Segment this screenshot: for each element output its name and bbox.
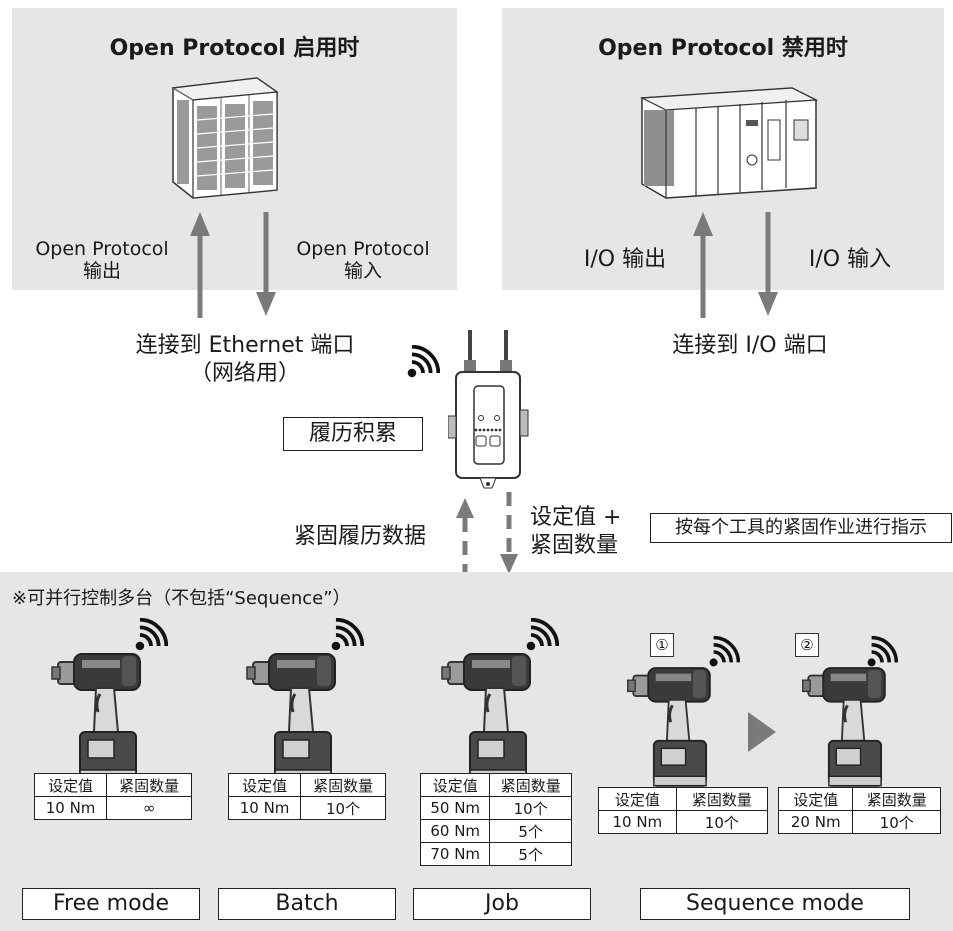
fastening-count-label: 紧固数量 [530,533,619,558]
table-cell: 10 Nm [33,796,108,820]
power-tool-icon [245,640,345,790]
network-use-label: （网络用） [189,361,300,386]
power-tool-icon [800,655,895,795]
ethernet-connect-label: 连接到 Ethernet 端口 [135,333,355,358]
table-cell: 70 Nm [419,842,491,866]
io-output-label: I/O 输出 [583,247,667,272]
table-cell: 5个 [489,819,572,843]
header-count: 紧固数量 [106,773,192,797]
controller-device-icon [448,330,529,489]
table-cell: 60 Nm [419,819,491,843]
table-cell: 10个 [300,796,386,820]
header-count: 紧固数量 [675,787,769,811]
server-rack-icon [171,77,279,199]
header-count: 紧固数量 [852,787,941,811]
setting-value-label: 设定值 + [530,505,622,530]
power-tool-icon [440,640,540,790]
op-input-label-1: Open Protocol [296,238,430,260]
table-cell: ∞ [106,796,192,820]
io-input-label: I/O 输入 [808,247,892,272]
free-mode-table: 设定值紧固数量 10 Nm∞ [33,773,192,820]
data-flow-arrows [456,492,518,578]
history-accumulation-box: 履历积累 [283,417,423,451]
op-input-label-2: 输入 [343,260,382,282]
sequence-next-arrow-icon [748,712,776,752]
header-setting: 设定值 [227,773,302,797]
enabled-title: Open Protocol 启用时 [109,36,360,61]
batch-mode-label: Batch [218,888,396,920]
controller-wifi-icon [406,345,440,379]
free-mode-label: Free mode [22,888,200,920]
header-setting: 设定值 [419,773,491,797]
table-cell: 5个 [489,842,572,866]
instruction-box: 按每个工具的紧固作业进行指示 [650,513,952,543]
power-tool-icon [625,655,720,795]
op-output-label-2: 输出 [82,260,121,282]
header-count: 紧固数量 [300,773,386,797]
power-tool-icon [50,640,150,790]
disabled-title: Open Protocol 禁用时 [598,36,848,61]
op-output-label-1: Open Protocol [35,238,169,260]
table-cell: 10个 [675,810,769,834]
header-setting: 设定值 [33,773,108,797]
table-cell: 10个 [852,810,941,834]
table-cell: 10 Nm [227,796,302,820]
sequence-mode-label: Sequence mode [640,888,910,920]
job-mode-label: Job [413,888,591,920]
io-connect-label: 连接到 I/O 端口 [672,333,828,358]
header-setting: 设定值 [777,787,854,811]
top-arrows [190,212,778,318]
table-cell: 50 Nm [419,796,491,820]
table-cell: 10 Nm [598,810,677,834]
header-setting: 设定值 [598,787,677,811]
history-data-label: 紧固履历数据 [293,524,426,549]
plc-icon [640,87,819,199]
table-cell: 10个 [489,796,572,820]
table-cell: 20 Nm [777,810,854,834]
parallel-control-note: ※可并行控制多台（不包括“Sequence”） [12,588,351,609]
header-count: 紧固数量 [489,773,572,797]
step-2-marker: ② [795,633,819,657]
step-1-marker: ① [650,633,674,657]
